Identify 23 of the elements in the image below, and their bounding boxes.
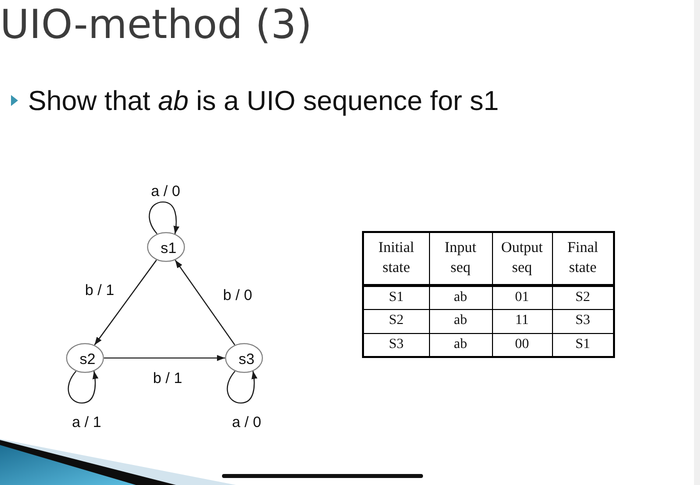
table-cell: S2 (363, 309, 429, 333)
table-cell: ab (429, 309, 492, 333)
table-cell: S1 (363, 285, 429, 309)
transition-arrow (174, 260, 236, 346)
self-loop-arrow (68, 370, 98, 404)
slide-title: UIO-method (3) (0, 1, 312, 49)
transition-arrow (104, 355, 225, 361)
state-label: s2 (78, 350, 96, 368)
state-ellipse (225, 343, 263, 373)
table-header-cell: Initial state (363, 232, 429, 285)
table-header-cell: Input seq (429, 232, 492, 285)
state-ellipse (147, 232, 185, 262)
transition-arrow (94, 260, 157, 346)
table-cell: 01 (492, 285, 552, 309)
state-label: s3 (238, 350, 254, 368)
table-header-cell: Output seq (492, 232, 552, 285)
self-loop-arrow (226, 370, 258, 404)
bullet-text: Show that ab is a UIO sequence for s1 (28, 84, 499, 117)
table-cell: 11 (492, 309, 552, 333)
state-label: s1 (160, 238, 176, 256)
self-loop-arrow (148, 201, 180, 234)
table-cell: ab (429, 285, 492, 309)
state-ellipse (66, 343, 104, 373)
